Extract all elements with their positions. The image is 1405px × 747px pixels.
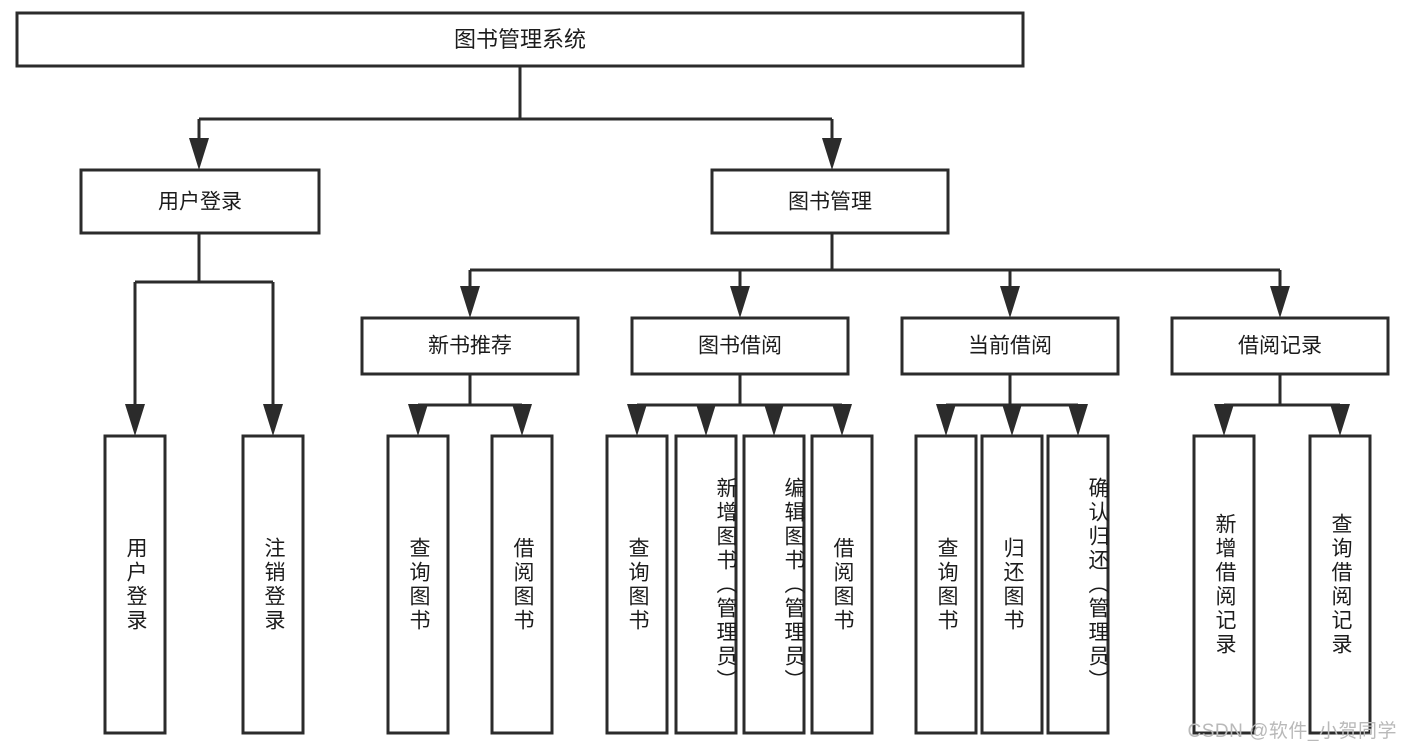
leaf-box-query-record[interactable]	[1308, 434, 1372, 735]
csdn-watermark: CSDN @软件_小贺同学	[1187, 721, 1397, 742]
arrowhead-leaf-logout-login	[263, 404, 283, 436]
arrowhead-leaf-add-book	[696, 404, 716, 436]
node-user-login-box[interactable]	[79, 168, 321, 235]
node-new-book-recommend-box[interactable]	[360, 316, 580, 376]
connector-group-book-management	[460, 233, 1290, 318]
arrowhead-leaf-query-book-1	[408, 404, 428, 436]
arrowhead-leaf-user-login	[125, 404, 145, 436]
node-root-label: 图书管理系统	[454, 27, 586, 52]
leaf-box-query-book-2[interactable]	[605, 434, 669, 735]
leaf-box-borrow-book-1[interactable]	[490, 434, 554, 735]
arrowhead-leaf-borrow-book-2	[832, 404, 852, 436]
node-current-borrow-box[interactable]	[900, 316, 1120, 376]
connector-group-user-login	[125, 233, 283, 436]
arrowhead-leaf-add-record	[1214, 404, 1234, 436]
arrowhead-book-borrow	[730, 286, 750, 318]
connector-group-current-borrow	[936, 374, 1088, 436]
arrowhead-current-borrow	[1000, 286, 1020, 318]
node-borrow-record-box[interactable]	[1170, 316, 1390, 376]
node-root-box[interactable]	[15, 11, 1025, 68]
leaf-box-confirm-return[interactable]	[1046, 434, 1110, 735]
leaf-boxes	[103, 434, 1372, 735]
leaf-box-borrow-book-2[interactable]	[810, 434, 874, 735]
arrowhead-leaf-borrow-book-1	[512, 404, 532, 436]
arrowhead-book-management	[822, 138, 842, 170]
leaf-box-return-book[interactable]	[980, 434, 1044, 735]
connector-group-book-borrow	[627, 374, 852, 436]
leaf-box-add-book[interactable]	[674, 434, 738, 735]
arrowhead-leaf-confirm-return	[1068, 404, 1088, 436]
node-new-book-recommend-label: 新书推荐	[428, 335, 512, 358]
leaf-box-user-login[interactable]	[103, 434, 167, 735]
leaf-box-logout-login[interactable]	[241, 434, 305, 735]
node-current-borrow-label: 当前借阅	[968, 335, 1052, 358]
node-current-borrow[interactable]: 当前借阅	[900, 316, 1120, 376]
node-book-borrow-box[interactable]	[630, 316, 850, 376]
connector-group-new-book-recommend	[408, 374, 532, 436]
node-book-management-box[interactable]	[710, 168, 950, 235]
arrowhead-leaf-return-book	[1002, 404, 1022, 436]
arrowhead-user-login	[189, 138, 209, 170]
node-book-management[interactable]: 图书管理	[710, 168, 950, 235]
node-new-book-recommend[interactable]: 新书推荐	[360, 316, 580, 376]
leaf-box-query-book-3[interactable]	[914, 434, 978, 735]
leaf-box-edit-book[interactable]	[742, 434, 806, 735]
node-user-login-label: 用户登录	[158, 191, 242, 214]
arrowhead-borrow-record	[1270, 286, 1290, 318]
connector-group-root	[189, 66, 842, 170]
arrowhead-leaf-query-book-3	[936, 404, 956, 436]
node-book-borrow-label: 图书借阅	[698, 335, 782, 358]
leaf-box-add-record[interactable]	[1192, 434, 1256, 735]
leaf-box-query-book-1[interactable]	[386, 434, 450, 735]
node-borrow-record-label: 借阅记录	[1238, 335, 1322, 358]
node-borrow-record[interactable]: 借阅记录	[1170, 316, 1390, 376]
node-book-management-label: 图书管理	[788, 191, 872, 214]
arrowhead-new-book-recommend	[460, 286, 480, 318]
arrowhead-leaf-query-record	[1330, 404, 1350, 436]
arrowhead-leaf-query-book-2	[627, 404, 647, 436]
node-root[interactable]: 图书管理系统	[15, 11, 1025, 68]
arrowhead-leaf-edit-book	[764, 404, 784, 436]
node-book-borrow[interactable]: 图书借阅	[630, 316, 850, 376]
connector-group-borrow-record	[1214, 374, 1350, 436]
node-user-login[interactable]: 用户登录	[79, 168, 321, 235]
